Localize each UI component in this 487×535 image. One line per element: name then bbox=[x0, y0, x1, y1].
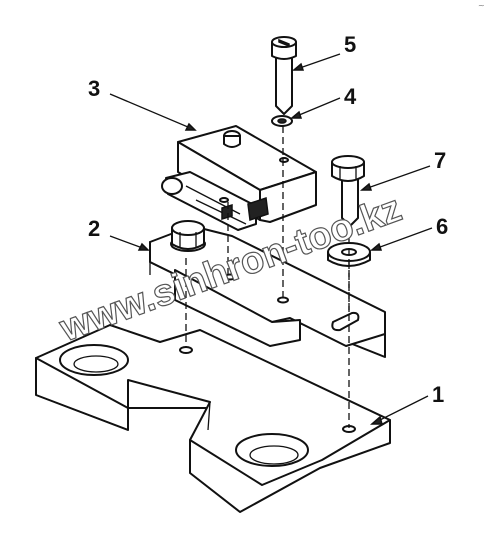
base-left-counterbore bbox=[59, 344, 129, 376]
part-5-long-screw bbox=[271, 36, 297, 115]
part-2-bracket bbox=[149, 225, 386, 358]
part-4-lock-washer bbox=[271, 115, 293, 127]
assembly-centerlines bbox=[185, 126, 350, 428]
base-right-counterbore bbox=[235, 433, 309, 467]
callout-1: 1 bbox=[432, 382, 444, 407]
callout-3: 3 bbox=[88, 76, 100, 101]
callout-7: 7 bbox=[434, 148, 446, 173]
bracket-hole-2 bbox=[277, 296, 289, 304]
bracket-slot bbox=[331, 311, 360, 332]
callout-labels: 1 2 3 4 5 6 7 bbox=[88, 32, 448, 407]
callout-2: 2 bbox=[88, 216, 100, 241]
part-7-hex-bolt bbox=[331, 155, 365, 227]
corner-mark: ~ bbox=[478, 1, 485, 10]
callout-6: 6 bbox=[436, 214, 448, 239]
part-3-micro-switch bbox=[161, 125, 317, 231]
callout-4: 4 bbox=[344, 84, 357, 109]
callout-5: 5 bbox=[344, 32, 356, 57]
leader-lines bbox=[109, 53, 433, 425]
bracket-hole-1 bbox=[224, 273, 236, 281]
bracket-hex-bolt bbox=[170, 220, 206, 252]
part-1-base-plate bbox=[35, 324, 391, 513]
